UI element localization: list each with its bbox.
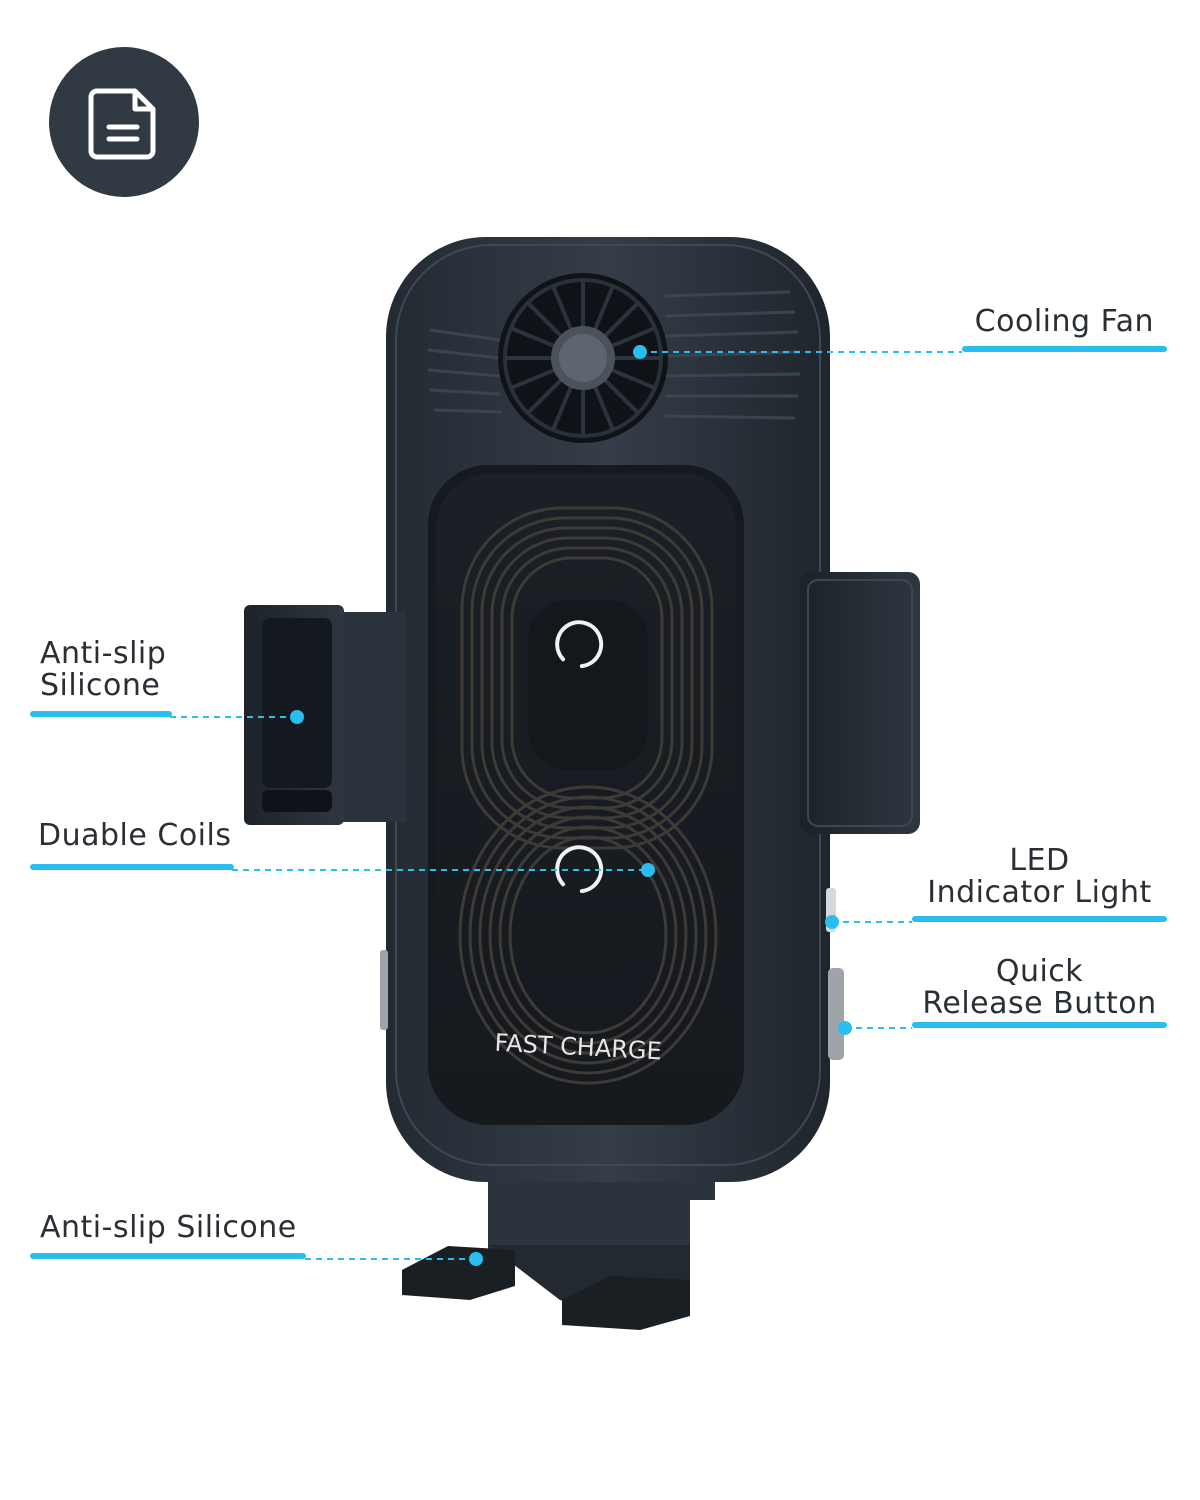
- callout-coils-text: Duable Coils: [38, 818, 232, 853]
- cooling-fan: [498, 273, 668, 443]
- callout-anti-slip-bottom: Anti-slip Silicone: [40, 1212, 340, 1244]
- callout-anti-slip-side: Anti-slip Silicone: [40, 638, 240, 702]
- document-icon: [88, 88, 156, 160]
- callout-bar-anti-slip-side: [30, 711, 172, 717]
- callout-cooling-fan-text: Cooling Fan: [974, 304, 1154, 339]
- bottom-anti-slip-pad-right: [562, 1276, 690, 1330]
- callout-bar-release: [912, 1022, 1167, 1028]
- callout-cooling-fan: Cooling Fan: [962, 306, 1154, 338]
- callout-bar-anti-slip-bottom: [30, 1253, 306, 1259]
- callout-led-line1: LED: [1009, 843, 1070, 878]
- callout-release-line2: Release Button: [922, 986, 1157, 1021]
- callout-dots: [290, 345, 852, 1266]
- callout-bar-cooling-fan: [962, 346, 1167, 352]
- side-anti-slip-pad: [262, 618, 332, 788]
- right-clamp-arm: [800, 572, 920, 834]
- callout-bar-led: [912, 916, 1167, 922]
- sensor-rings: [555, 620, 604, 894]
- left-clamp-arm: [244, 605, 406, 825]
- callout-release-line1: Quick: [995, 954, 1084, 989]
- quick-release-button: [828, 968, 844, 1060]
- callout-anti-slip-side-line2: Silicone: [40, 668, 161, 703]
- callout-bar-coils: [30, 864, 234, 870]
- vent-ribs: [427, 290, 801, 420]
- leader-lines: [170, 351, 962, 1260]
- callout-anti-slip-side-line1: Anti-slip: [40, 636, 167, 671]
- callout-led-line2: Indicator Light: [927, 875, 1152, 910]
- callout-anti-slip-bottom-text: Anti-slip Silicone: [40, 1210, 297, 1245]
- bottom-anti-slip-pad-left: [402, 1246, 515, 1300]
- charging-coils: [458, 506, 718, 1085]
- callout-led: LED Indicator Light: [912, 845, 1167, 909]
- callout-coils: Duable Coils: [38, 820, 268, 852]
- callout-release: Quick Release Button: [912, 956, 1167, 1020]
- document-badge: [49, 47, 199, 197]
